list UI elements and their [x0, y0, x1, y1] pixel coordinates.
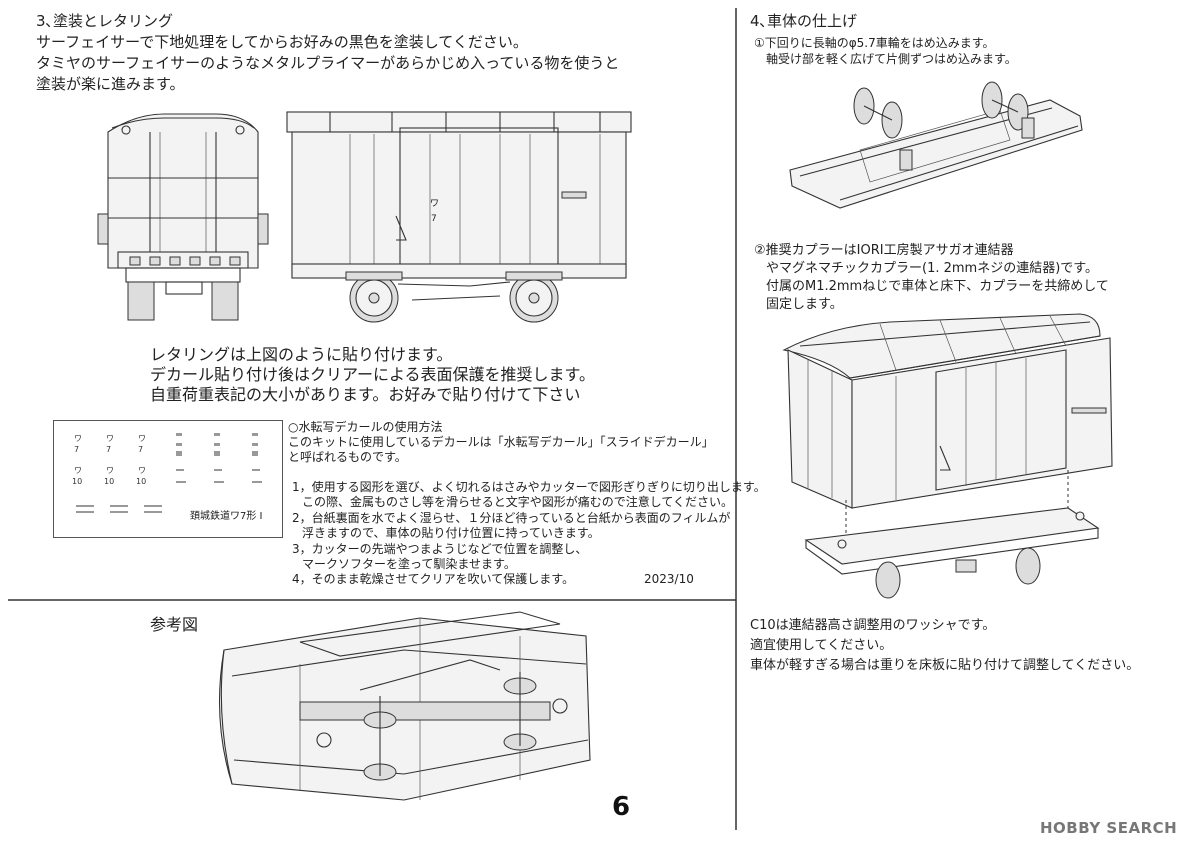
decal-step4: 4，そのまま乾燥させてクリアを吹いて保護します。	[292, 572, 575, 586]
section4-step2d: 固定します。	[766, 297, 843, 312]
decal-step3a: 3，カッターの先端やつまようじなどで位置を調整し、	[292, 542, 588, 556]
decal-wa-3: ワ	[138, 434, 146, 443]
decal-ten-3: 10	[136, 477, 147, 486]
page-number: 6	[612, 792, 631, 822]
lettering-line3: 自重荷重表記の大小があります。お好みで貼り付けて下さい	[150, 385, 581, 404]
decal-wa-6: ワ	[138, 466, 146, 475]
section4-step1a: ①下回りに長軸のφ5.7車輪をはめ込みます。	[754, 36, 995, 50]
decal-step1b: この際、金属ものさし等を滑らせると文字や図形が痛むので注意してください。	[302, 495, 734, 509]
decal-name: 頚城鉄道ワ7形 Ⅰ	[190, 511, 263, 522]
decal-wa-4: ワ	[74, 466, 82, 475]
decal-seven-2: 7	[106, 445, 112, 454]
section3-line2: タミヤのサーフェイサーのようなメタルプライマーがあらかじめ入っている物を使うと	[36, 54, 620, 72]
decal-date: 2023/10	[644, 572, 694, 586]
body-assembly-drawing	[782, 313, 1113, 599]
section3-line3: 塗装が楽に進みます。	[36, 75, 185, 93]
decal-intro1: このキットに使用しているデカールは「水転写デカール」「スライドデカール」	[288, 435, 714, 449]
section3-line1: サーフェイサーで下地処理をしてからお好みの黒色を塗装してください。	[36, 33, 528, 51]
decal-seven-1: 7	[74, 445, 80, 454]
wagon-side-view-drawing	[286, 111, 632, 323]
decal-seven-3: 7	[138, 445, 144, 454]
chassis-wheels-drawing	[789, 81, 1083, 209]
lettering-line1: レタリングは上図のように貼り付けます。	[150, 345, 453, 364]
decal-wa-2: ワ	[106, 434, 114, 443]
section4-heading: 4､車体の仕上げ	[750, 12, 858, 30]
section4-step2c: 付属のM1.2mmねじで車体と床下、カプラーを共締めして	[766, 279, 1109, 294]
section4-step2b: やマグネマチックカプラー(1. 2mmネジの連結器)です。	[766, 261, 1098, 276]
wagon-mark-wa: ワ	[430, 199, 440, 209]
section3-heading: 3､塗装とレタリング	[36, 12, 174, 30]
decal-sheet: ワ ワ ワ 7 7 7 ワ ワ ワ 10 10 10 頚城鉄道ワ7形 Ⅰ	[53, 420, 283, 538]
decal-step1a: 1，使用する図形を選び、よく切れるはさみやカッターで図形ぎりぎりに切り出します。	[292, 480, 766, 494]
wagon-end-view-drawing	[97, 113, 269, 321]
reference-underside-drawing	[219, 611, 591, 801]
decal-ten-2: 10	[104, 477, 115, 486]
decal-intro2: と呼ばれるものです。	[288, 450, 407, 464]
decal-step3b: マークソフターを塗って馴染ませます。	[302, 557, 516, 571]
decal-title: ○水転写デカールの使用方法	[288, 420, 443, 434]
section4-c10c: 車体が軽すぎる場合は重りを床板に貼り付けて調整してください。	[750, 658, 1140, 673]
decal-ten-1: 10	[72, 477, 83, 486]
section4-step2a: ②推奨カプラーはIORI工房製アサガオ連結器	[754, 243, 1014, 258]
hobby-search-watermark: HOBBY SEARCH	[1040, 819, 1178, 837]
section4-c10b: 適宜使用してください。	[750, 638, 893, 653]
reference-title: 参考図	[150, 615, 199, 634]
decal-wa-5: ワ	[106, 466, 114, 475]
decal-wa-1: ワ	[74, 434, 82, 443]
wagon-mark-seven: 7	[431, 214, 437, 224]
section4-step1b: 軸受け部を軽く広げて片側ずつはめ込みます。	[766, 52, 1017, 66]
decal-step2a: 2，台紙裏面を水でよく湿らせ、１分ほど待っていると台紙から表面のフィルムが	[292, 511, 731, 525]
decal-mark-graphics	[76, 433, 262, 513]
decal-step2b: 浮きますので、車体の貼り付け位置に持っていきます。	[302, 526, 600, 540]
lettering-line2: デカール貼り付け後はクリアーによる表面保護を推奨します。	[150, 365, 595, 384]
section4-c10a: C10は連結器高さ調整用のワッシャです。	[750, 618, 996, 633]
